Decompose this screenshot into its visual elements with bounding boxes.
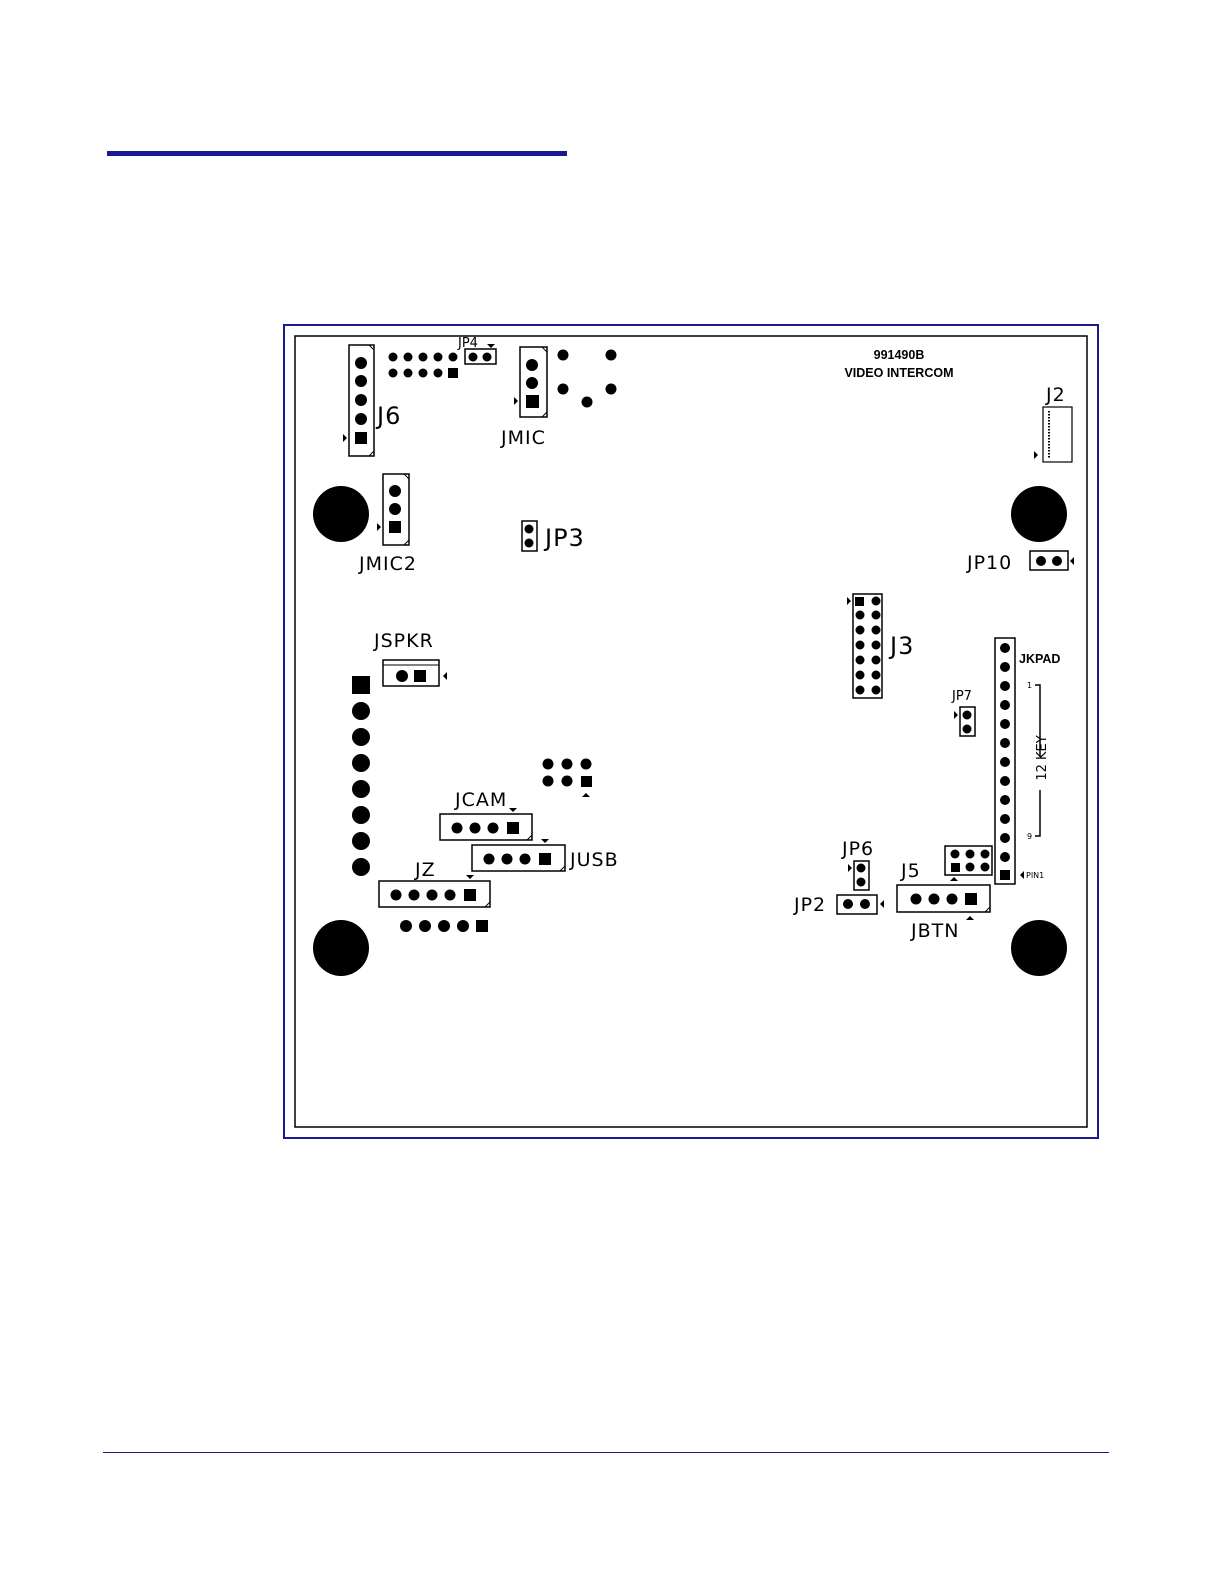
connector-j6: J6 — [343, 345, 401, 456]
pad-row-vertical-large — [352, 676, 370, 876]
jumper-jp10: JP10 — [966, 551, 1074, 574]
connector-jspkr: JSPKR — [373, 630, 447, 686]
label-j3: J3 — [888, 632, 914, 660]
footer-rule — [103, 1452, 1109, 1453]
connector-jcam: JCAM — [440, 789, 532, 840]
board-part-number: 991490B — [874, 348, 925, 362]
label-jbtn: JBTN — [910, 920, 959, 942]
board-outer-frame — [284, 325, 1098, 1138]
mounting-hole-top-left — [313, 486, 369, 542]
label-jp6: JP6 — [841, 838, 874, 860]
connector-j5-jbtn: J5 JBTN — [897, 860, 990, 942]
label-j2: J2 — [1045, 384, 1066, 406]
mounting-hole-bottom-right — [1011, 920, 1067, 976]
jumper-jp7: JP7 — [951, 689, 975, 736]
header-2x3-j5 — [945, 846, 992, 881]
jumper-jp3: JP3 — [522, 521, 585, 552]
pad-row-bottom — [400, 920, 488, 932]
label-keypad-range: 12 KEY — [1035, 735, 1050, 780]
pads-cluster-top — [558, 350, 617, 408]
label-jkpad-pin-tag: PIN1 — [1026, 871, 1044, 880]
label-jp10: JP10 — [966, 552, 1012, 574]
label-j5: J5 — [900, 860, 921, 882]
connector-j3: J3 — [847, 594, 914, 698]
connector-jusb: JUSB — [472, 839, 619, 871]
keypad-range-indicator: 1 9 12 KEY — [1027, 681, 1050, 841]
label-jspkr: JSPKR — [373, 630, 434, 652]
header-2x3-middle — [543, 759, 593, 798]
connector-jmic: JMIC — [500, 347, 547, 449]
jumper-jp6: JP6 — [841, 838, 874, 890]
jumper-jp4: JP4 — [457, 336, 496, 364]
label-jkpad: JKPAD — [1019, 652, 1060, 666]
label-jusb: JUSB — [569, 849, 619, 871]
connector-jkpad: PIN1 JKPAD — [995, 638, 1060, 884]
label-jmic: JMIC — [500, 427, 546, 449]
jumper-jp2: JP2 — [793, 894, 884, 916]
label-jp4: JP4 — [457, 336, 478, 351]
mounting-hole-bottom-left — [313, 920, 369, 976]
label-jp3: JP3 — [543, 524, 585, 552]
header-2x5-top — [389, 353, 459, 379]
label-jcam: JCAM — [454, 789, 507, 811]
mounting-hole-top-right — [1011, 486, 1067, 542]
label-jp2: JP2 — [793, 894, 826, 916]
label-jp7: JP7 — [951, 689, 972, 704]
connector-jz: JZ — [379, 859, 490, 907]
label-jz: JZ — [414, 859, 436, 881]
label-j6: J6 — [375, 402, 401, 430]
label-jmic2: JMIC2 — [358, 553, 417, 575]
label-keypad-last-pin: 9 — [1027, 832, 1032, 841]
board-title: VIDEO INTERCOM — [844, 366, 953, 380]
label-keypad-first-pin: 1 — [1027, 681, 1032, 690]
connector-j2: J2 — [1034, 384, 1072, 462]
